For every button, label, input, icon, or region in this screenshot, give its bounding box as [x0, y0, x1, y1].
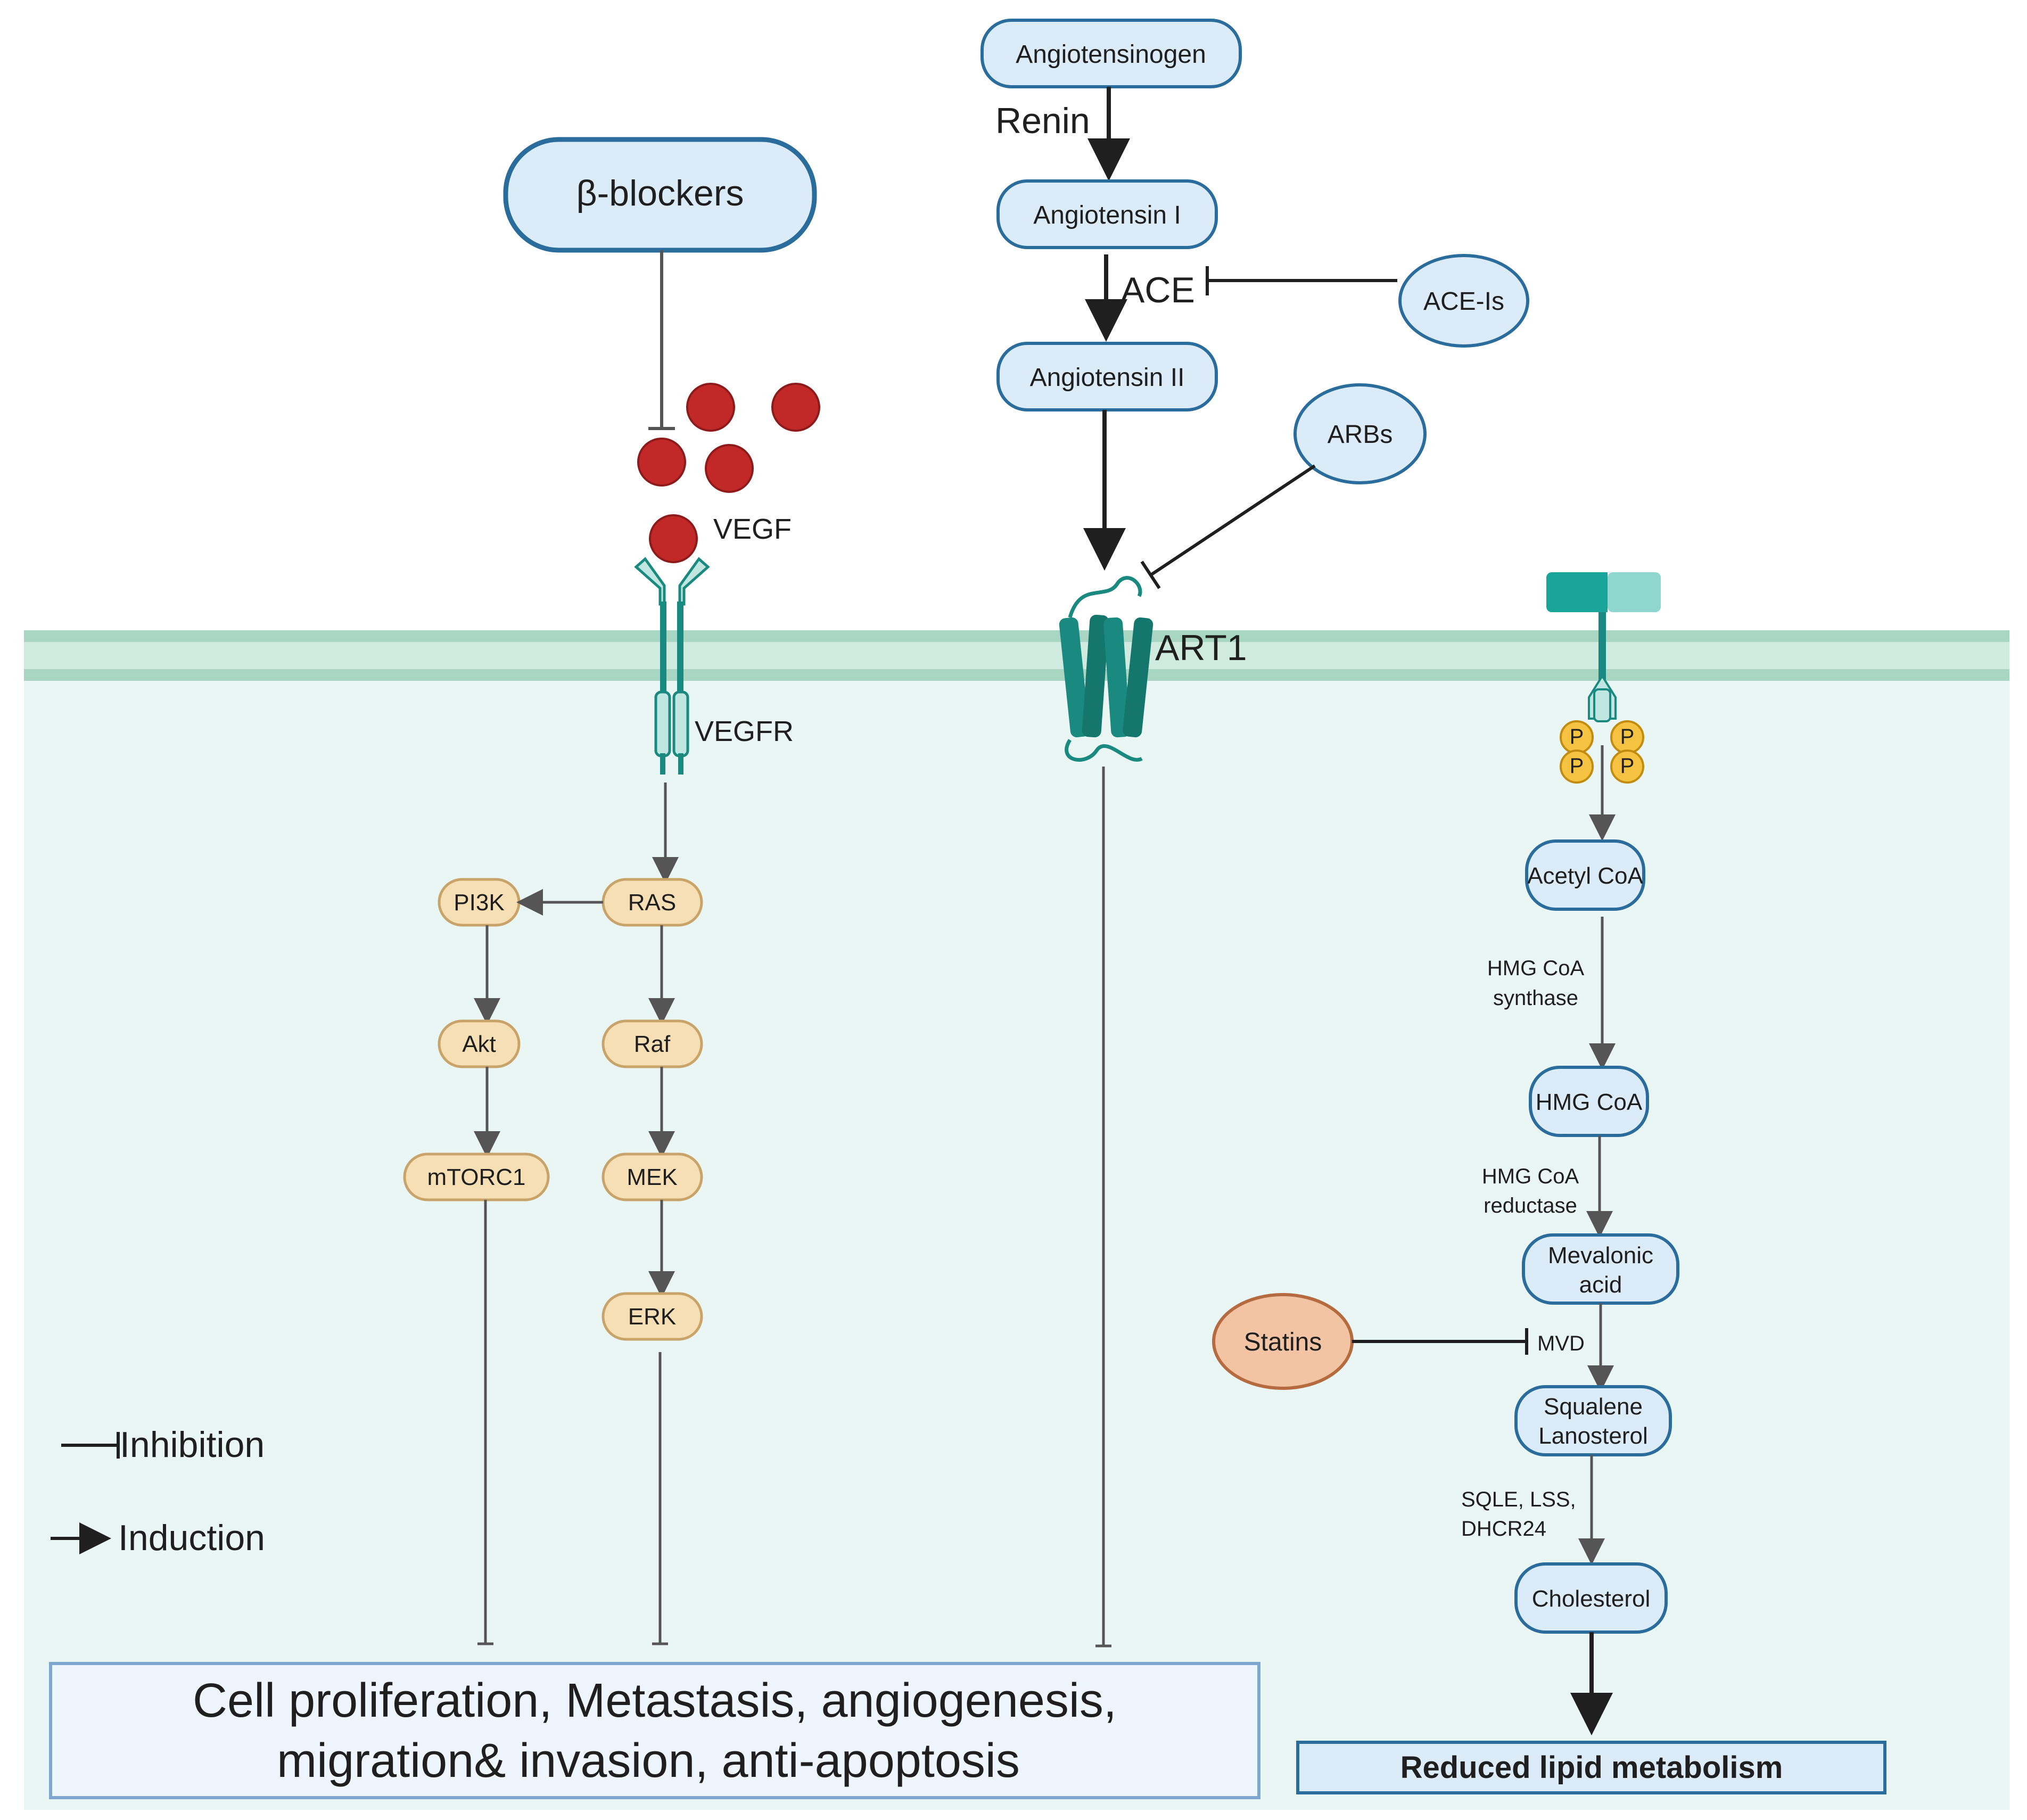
- phosphate-groups: P P P P: [1560, 720, 1644, 784]
- cholesterol-label: Cholesterol: [1532, 1586, 1651, 1612]
- angiotensin2-label: Angiotensin II: [1030, 364, 1185, 392]
- art1-receptor: [1059, 576, 1153, 762]
- lipid-outcome-box: [1296, 1741, 1886, 1794]
- arbs-inhibition-line: [1150, 464, 1316, 577]
- sqle-label-2: DHCR24: [1461, 1517, 1546, 1541]
- mevalonic-acid-label-1: Mevalonic: [1548, 1242, 1653, 1269]
- akt-node: [438, 1019, 521, 1068]
- acetyl-coa-label: Acetyl CoA: [1527, 863, 1643, 889]
- arbs-inhibition-bar: [1140, 561, 1161, 589]
- statins-label: Statins: [1244, 1328, 1322, 1356]
- ace-is-label: ACE-Is: [1423, 287, 1504, 316]
- phospho-circle: [1560, 750, 1594, 784]
- mvd-label: MVD: [1537, 1332, 1585, 1355]
- acetyl-coa-node: [1525, 839, 1645, 911]
- akt-label: Akt: [462, 1031, 496, 1057]
- ace-is-node: [1398, 254, 1529, 348]
- mtorc1-node: [403, 1152, 550, 1201]
- phospho-label: P: [1570, 754, 1584, 778]
- mek-node: [601, 1152, 703, 1201]
- erk-node: [601, 1292, 703, 1341]
- vegf-ball: [705, 444, 754, 493]
- angiotensin1-label: Angiotensin I: [1033, 201, 1181, 229]
- angiotensinogen-node: [980, 19, 1242, 88]
- ace-label: ACE: [1120, 270, 1195, 310]
- lipid-receptor: [1546, 572, 1661, 722]
- mtorc1-label: mTORC1: [427, 1164, 526, 1190]
- legend-induction-label: Induction: [118, 1518, 265, 1558]
- art1-label: ART1: [1155, 628, 1247, 668]
- erk-label: ERK: [628, 1304, 676, 1330]
- vegf-ball: [649, 514, 698, 563]
- angiotensin1-node: [996, 179, 1218, 249]
- hmg-coa-label: HMG CoA: [1536, 1089, 1643, 1115]
- squalene-node: [1514, 1385, 1672, 1456]
- hmg-coa-reductase-label-1: HMG CoA: [1482, 1165, 1579, 1188]
- mevalonic-acid-label-2: acid: [1579, 1272, 1622, 1298]
- vegf-ball: [637, 438, 686, 487]
- vegf-ball: [686, 383, 735, 432]
- squalene-label-1: Squalene: [1544, 1394, 1643, 1420]
- raf-node: [601, 1019, 703, 1068]
- phospho-circle: [1610, 750, 1644, 784]
- cell-outcome-line-2: migration& invasion, anti-apoptosis: [277, 1734, 1020, 1788]
- vegf-ball: [771, 383, 820, 432]
- hmg-coa-node: [1529, 1066, 1649, 1137]
- sqle-label-1: SQLE, LSS,: [1461, 1488, 1576, 1511]
- hmg-coa-reductase-label-2: reductase: [1484, 1194, 1577, 1217]
- legend: Inhibition Induction: [51, 1424, 265, 1558]
- phospho-label: P: [1570, 725, 1584, 748]
- vegf-molecules: [637, 383, 820, 563]
- arbs-node: [1293, 383, 1427, 484]
- vegf-label: VEGF: [713, 513, 792, 545]
- squalene-label-2: Lanosterol: [1538, 1423, 1647, 1449]
- pi3k-label: PI3K: [454, 890, 504, 916]
- ras-label: RAS: [628, 890, 676, 916]
- cell-outcome-box: [49, 1662, 1260, 1799]
- phospho-label: P: [1620, 754, 1635, 778]
- legend-inhibition-label: Inhibition: [120, 1424, 265, 1465]
- vegfr-receptor: [634, 557, 710, 775]
- mek-label: MEK: [627, 1164, 677, 1190]
- phospho-label: P: [1620, 725, 1635, 748]
- cell-cytoplasm: [24, 633, 2009, 1810]
- raf-label: Raf: [634, 1031, 671, 1057]
- vegfr-label: VEGFR: [695, 715, 794, 747]
- hmg-coa-synthase-label-2: synthase: [1493, 986, 1578, 1010]
- angiotensin2-node: [996, 342, 1218, 411]
- angiotensinogen-label: Angiotensinogen: [1016, 40, 1206, 69]
- cell-outcome-line-1: Cell proliferation, Metastasis, angiogen…: [193, 1674, 1117, 1727]
- arbs-label: ARBs: [1328, 421, 1393, 449]
- hmg-coa-synthase-label-1: HMG CoA: [1487, 957, 1585, 980]
- renin-label: Renin: [995, 101, 1090, 141]
- lipid-outcome-label: Reduced lipid metabolism: [1400, 1750, 1783, 1785]
- beta-blockers-label: β-blockers: [576, 173, 744, 213]
